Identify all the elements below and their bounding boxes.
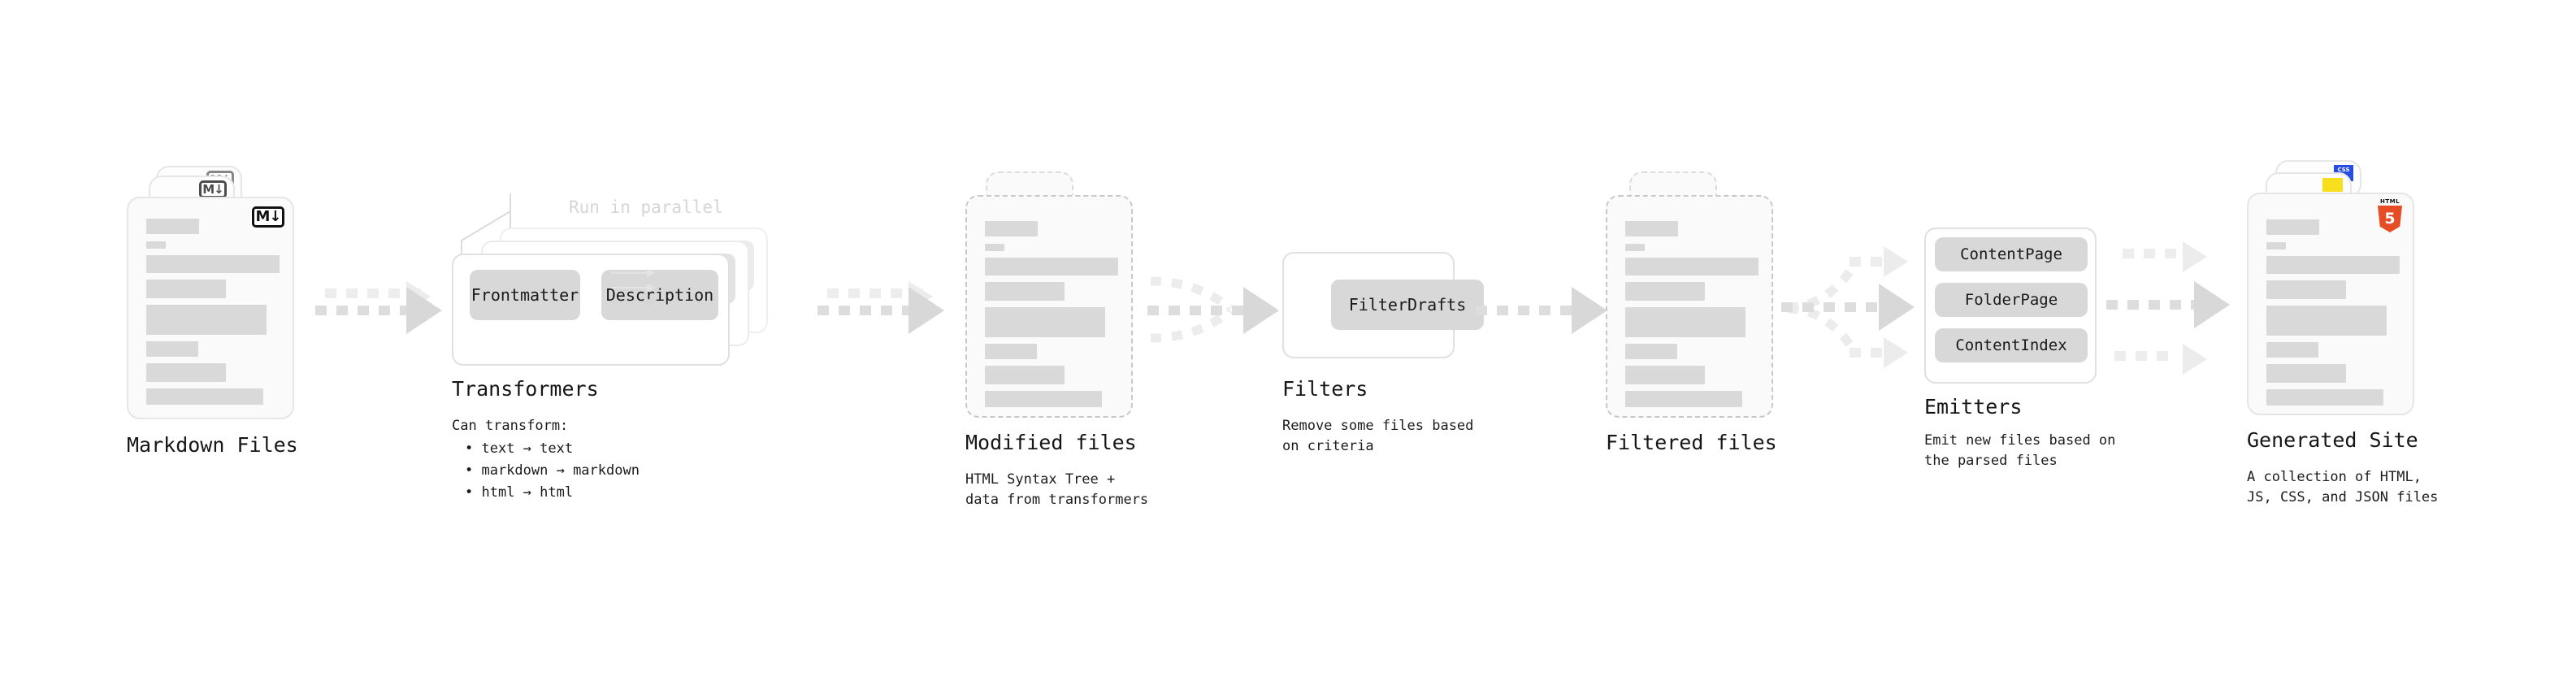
- filters-description: Remove some files based on criteria: [1282, 418, 1474, 454]
- doc-bar: [146, 241, 166, 249]
- doc-bar: [1625, 344, 1677, 359]
- arrow-head: [2194, 281, 2230, 328]
- doc-bar: [1625, 366, 1705, 384]
- doc-bar: [985, 282, 1065, 301]
- markdown-icon: M↓: [252, 206, 284, 228]
- doc-bar: [146, 255, 280, 273]
- doc-bar: [1625, 307, 1746, 337]
- transformers-bullet-0: • text → text: [465, 440, 574, 457]
- stage-title-filtered-files: Filtered files: [1606, 431, 1777, 454]
- arrow-head: [1884, 246, 1908, 277]
- doc-bar: [985, 258, 1118, 275]
- doc-bar: [146, 363, 226, 382]
- dotted-line: [2114, 351, 2192, 361]
- html5-icon-word: HTML: [2379, 198, 2400, 205]
- stage-title-filters: Filters: [1282, 377, 1368, 401]
- transformer-node-frontmatter[interactable]: Frontmatter: [470, 270, 580, 320]
- doc-bar: [2266, 306, 2387, 336]
- stage-title-markdown-files: Markdown Files: [127, 433, 298, 457]
- doc-bar: [1625, 244, 1645, 251]
- arrow-head: [1879, 284, 1915, 331]
- stage-title-generated-site: Generated Site: [2247, 428, 2418, 452]
- doc-bar: [985, 366, 1065, 384]
- run-in-parallel-label: Run in parallel: [569, 197, 723, 217]
- doc-bar: [985, 221, 1038, 236]
- doc-bar: [985, 344, 1037, 359]
- dotted-line: [1476, 306, 1589, 315]
- html5-icon-shield: 5: [2378, 206, 2402, 232]
- doc-bar: [985, 307, 1105, 337]
- doc-bar: [985, 391, 1102, 407]
- doc-bar: [2266, 242, 2286, 249]
- doc-bar: [1625, 391, 1742, 407]
- modified-card-front: [965, 195, 1133, 418]
- doc-bar: [146, 388, 263, 405]
- arrow-head: [406, 287, 442, 334]
- arrow-head: [1884, 337, 1908, 368]
- dotted-line: [1850, 257, 1897, 267]
- dotted-line: [1781, 302, 1895, 312]
- arrow-head: [1572, 287, 1607, 334]
- split-curves: [1787, 262, 1858, 354]
- javascript-icon: [2322, 178, 2343, 192]
- emitter-node-contentpage[interactable]: ContentPage: [1935, 237, 2088, 271]
- filtered-card-front: [1606, 195, 1773, 418]
- dotted-line: [2123, 249, 2192, 258]
- emitter-node-contentindex[interactable]: ContentIndex: [1935, 328, 2088, 362]
- modified-files-description: HTML Syntax Tree + data from transformer…: [965, 471, 1149, 508]
- arrow-head: [909, 287, 944, 334]
- run-in-parallel-bracket: [461, 193, 511, 263]
- doc-bar: [985, 244, 1004, 251]
- arrow-head: [2183, 344, 2207, 375]
- doc-bar: [2266, 280, 2346, 299]
- dotted-line: [1850, 348, 1897, 358]
- transformer-node-description[interactable]: Description: [601, 270, 718, 320]
- markdown-icon-mid: M↓: [199, 180, 227, 198]
- transformers-description: Can transform:: [452, 418, 569, 434]
- doc-bar: [1625, 282, 1705, 301]
- bullet-text: text → text: [481, 440, 574, 457]
- doc-bar: [146, 341, 198, 357]
- html5-icon: HTML 5: [2378, 198, 2402, 232]
- transformers-bullet-2: • html → html: [465, 484, 574, 501]
- doc-bar: [2266, 364, 2346, 383]
- arrow-head: [1243, 287, 1279, 334]
- doc-bar: [1625, 221, 1678, 236]
- emitters-description: Emit new files based on the parsed files: [1924, 432, 2116, 469]
- doc-bar: [146, 219, 199, 234]
- doc-bar: [2266, 256, 2400, 274]
- generated-site-description: A collection of HTML, JS, CSS, and JSON …: [2247, 469, 2439, 505]
- bullet-text: markdown → markdown: [481, 462, 640, 479]
- filter-node-filterdrafts[interactable]: FilterDrafts: [1331, 280, 1484, 330]
- dotted-line: [1147, 306, 1261, 315]
- doc-bar: [2266, 219, 2319, 235]
- doc-bar: [146, 280, 226, 298]
- bullet-text: html → html: [481, 484, 574, 501]
- html5-icon-digit: 5: [2384, 210, 2396, 228]
- stage-title-modified-files: Modified files: [965, 431, 1137, 454]
- stage-title-transformers: Transformers: [452, 377, 599, 401]
- markdown-card-front: [127, 197, 294, 419]
- internal-arrows: [611, 269, 655, 306]
- doc-bar: [2266, 389, 2383, 406]
- merge-curves: [1150, 276, 1234, 343]
- transformers-bullet-1: • markdown → markdown: [465, 462, 640, 479]
- stage-title-emitters: Emitters: [1924, 395, 2023, 419]
- css3-icon-text: CSS: [2337, 167, 2350, 173]
- emitter-node-folderpage[interactable]: FolderPage: [1935, 283, 2088, 317]
- arrow-head: [2183, 241, 2207, 272]
- doc-bar: [1625, 258, 1759, 275]
- dotted-line: [2106, 300, 2204, 310]
- doc-bar: [146, 305, 267, 335]
- doc-bar: [2266, 342, 2318, 358]
